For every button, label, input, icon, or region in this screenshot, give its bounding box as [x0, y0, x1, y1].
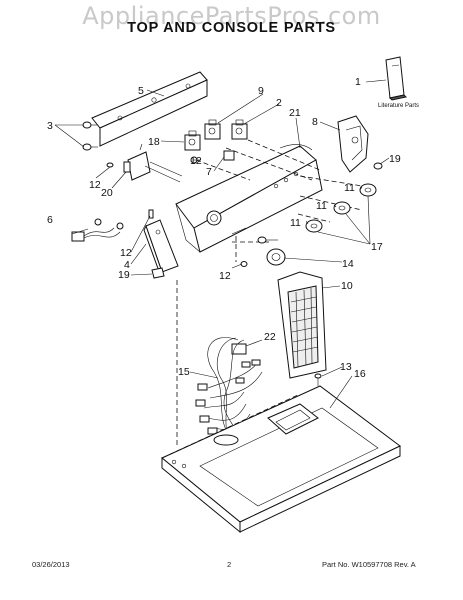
callout-5: 5 — [138, 85, 144, 97]
watermark-text: AppliancePartsPros.com — [82, 2, 381, 30]
wire-harness-6[interactable] — [71, 218, 124, 242]
callout-6: 6 — [47, 214, 53, 226]
screw-12-bracket[interactable] — [148, 209, 154, 219]
knob-11b[interactable] — [333, 201, 351, 215]
callout-12d: 12 — [219, 270, 231, 282]
footer-date: 03/26/2013 — [32, 560, 70, 569]
callout-11b: 11 — [316, 200, 327, 212]
small-knob-11-center[interactable] — [257, 236, 267, 244]
callout-10: 10 — [341, 280, 353, 292]
console-panel[interactable] — [175, 144, 323, 253]
main-top[interactable] — [161, 385, 401, 534]
callout-22: 22 — [264, 331, 276, 343]
screw-13[interactable] — [314, 373, 322, 386]
clip-19-left[interactable] — [151, 267, 165, 279]
callout-13: 13 — [340, 361, 352, 373]
literature-label: Literature Parts — [378, 103, 419, 109]
footer-part-number: Part No. W10597708 Rev. A — [322, 560, 416, 569]
page-title: TOP AND CONSOLE PARTS — [127, 20, 336, 36]
console-side-bracket[interactable] — [143, 219, 179, 275]
callout-15: 15 — [178, 366, 190, 378]
callout-12a: 12 — [89, 179, 101, 191]
screw-12-console[interactable] — [240, 261, 248, 267]
footer-page-number: 2 — [227, 560, 232, 569]
knob-11c[interactable] — [305, 219, 323, 233]
switch-2[interactable] — [231, 119, 248, 140]
screw-12-left[interactable] — [106, 162, 114, 168]
callout-21: 21 — [289, 107, 301, 119]
callout-16: 16 — [354, 368, 366, 380]
literature-booklet[interactable] — [385, 56, 408, 101]
callout-3: 3 — [47, 120, 53, 132]
callout-20: 20 — [101, 187, 113, 199]
callout-11c: 11 — [290, 217, 301, 229]
connector-22[interactable] — [231, 343, 247, 355]
callout-11a: 11 — [344, 182, 355, 194]
callout-2: 2 — [276, 97, 282, 109]
timer-switch[interactable] — [123, 143, 183, 183]
screw-3b[interactable] — [82, 143, 98, 151]
buzzer-7[interactable] — [223, 150, 235, 161]
callout-12c: 12 — [120, 247, 132, 259]
callout-7: 7 — [206, 166, 212, 178]
callout-19b: 19 — [118, 269, 130, 281]
callout-12b: 12 — [190, 155, 202, 167]
callout-8: 8 — [312, 116, 318, 128]
clip-19-right[interactable] — [373, 162, 383, 170]
lint-screen[interactable] — [277, 271, 327, 379]
leader-lines — [54, 79, 390, 409]
callout-4: 4 — [124, 259, 130, 271]
callout-17: 17 — [371, 241, 383, 253]
console-end-cap[interactable] — [337, 115, 369, 173]
top-rear-bracket[interactable] — [91, 71, 208, 147]
callout-labels: 1 2 3 4 5 6 7 8 9 10 11 11 11 12 12 12 1… — [47, 76, 401, 380]
callout-18: 18 — [148, 136, 160, 148]
switch-9[interactable] — [204, 119, 221, 140]
callout-9: 9 — [258, 85, 264, 97]
callout-14: 14 — [342, 258, 354, 270]
knob-11a[interactable] — [359, 183, 377, 197]
selector-knob[interactable] — [266, 248, 286, 266]
callout-19a: 19 — [389, 153, 401, 165]
main-wire-harness[interactable] — [195, 337, 263, 439]
callout-1: 1 — [355, 76, 361, 88]
